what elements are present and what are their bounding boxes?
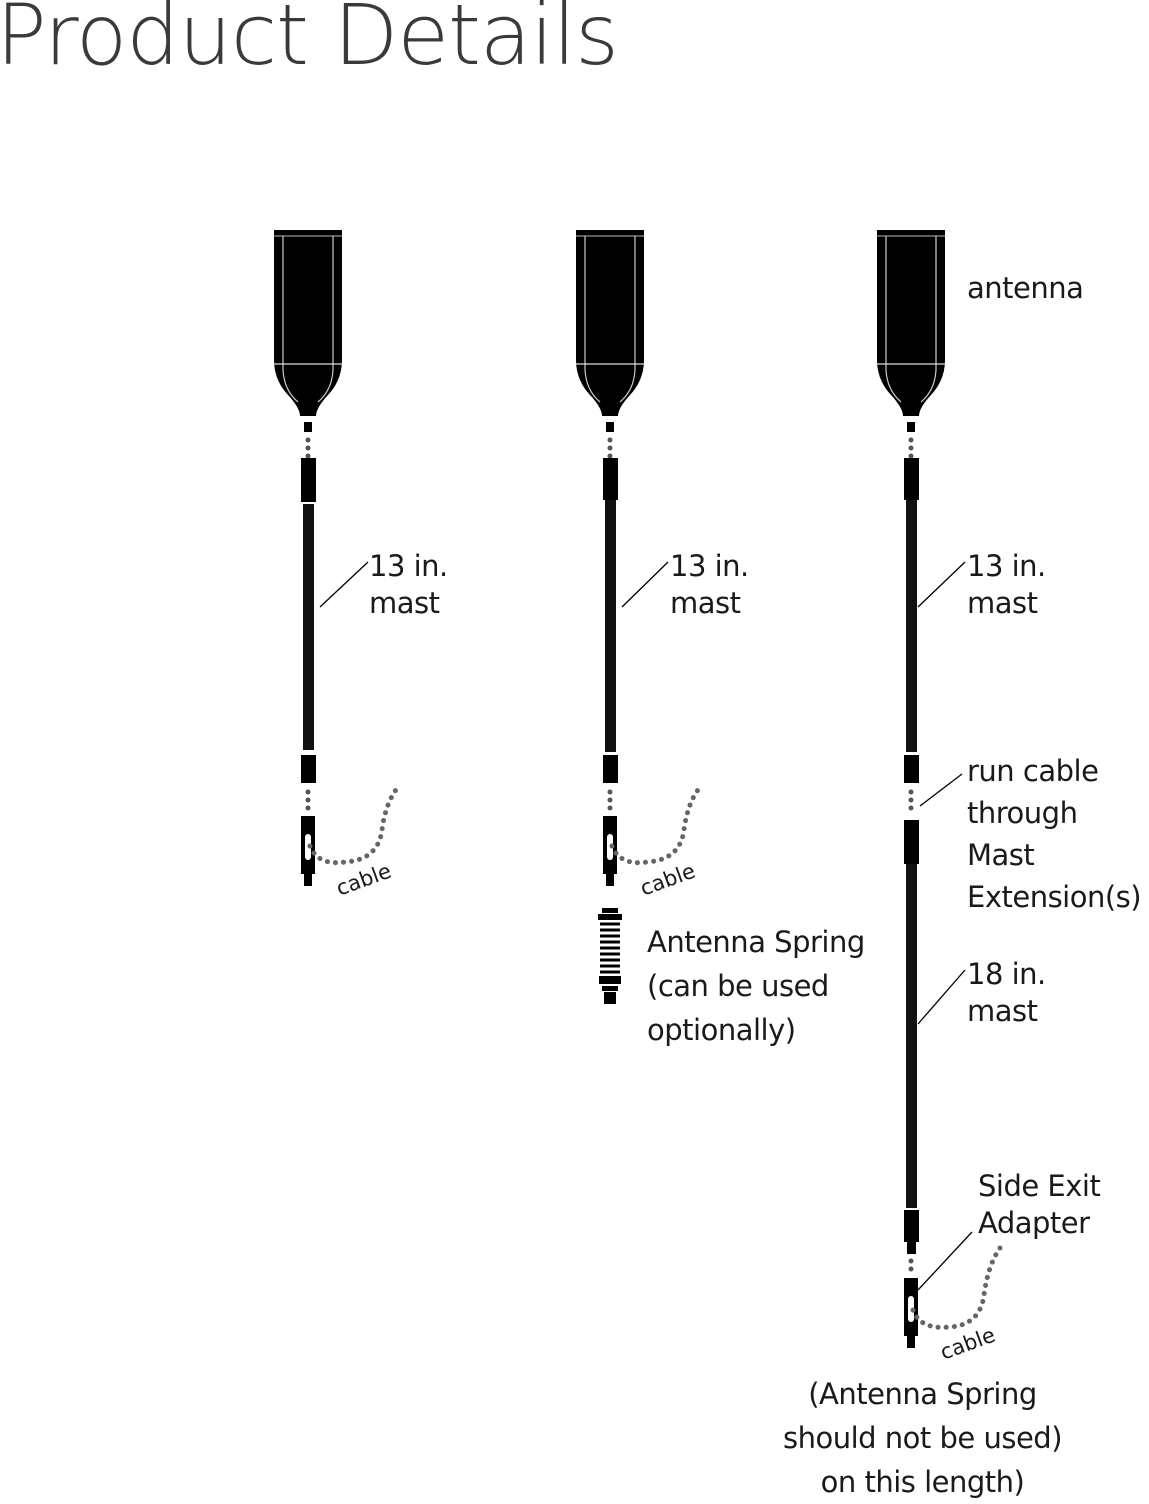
mast-length: 13 in.	[967, 549, 1046, 583]
antenna-label: antenna	[967, 271, 1084, 305]
spring-line-2: (can be used	[647, 969, 829, 1003]
extension-line-3: Extension(s)	[967, 880, 1142, 914]
config-2-diagram	[575, 229, 705, 1004]
mast-length: 18 in.	[967, 957, 1046, 991]
mast-label-1: 13 in. mast	[369, 548, 448, 622]
config-3-diagram	[876, 229, 1003, 1348]
mast-label-4: 18 in. mast	[967, 956, 1046, 1030]
spring-line-1: Antenna Spring	[647, 925, 865, 959]
extension-line-1: run cable	[967, 754, 1099, 788]
spring-note: (Antenna Spring should not be used) on t…	[770, 1372, 1075, 1504]
spring-line-3: optionally)	[647, 1013, 796, 1047]
extension-line-2: through Mast	[967, 796, 1078, 872]
extension-label: run cable through Mast Extension(s)	[967, 750, 1149, 918]
adapter-label: Side Exit Adapter	[978, 1168, 1101, 1242]
antenna-spring-icon	[598, 908, 622, 1004]
spring-label: Antenna Spring (can be used optionally)	[647, 920, 865, 1052]
mast-word: mast	[369, 586, 440, 620]
note-line-2: should not be used)	[782, 1421, 1063, 1455]
mast-length: 13 in.	[369, 549, 448, 583]
note-line-3: on this length)	[820, 1465, 1025, 1499]
mast-label-3: 13 in. mast	[967, 548, 1046, 622]
adapter-line-2: Adapter	[978, 1206, 1090, 1240]
note-line-1: (Antenna Spring	[808, 1377, 1037, 1411]
page-title: Product Details	[0, 0, 619, 84]
mast-label-2: 13 in. mast	[670, 548, 749, 622]
mast-word: mast	[670, 586, 741, 620]
mast-word: mast	[967, 586, 1038, 620]
mast-word: mast	[967, 994, 1038, 1028]
adapter-line-1: Side Exit	[978, 1169, 1101, 1203]
mast-length: 13 in.	[670, 549, 749, 583]
config-1-diagram	[273, 229, 403, 886]
